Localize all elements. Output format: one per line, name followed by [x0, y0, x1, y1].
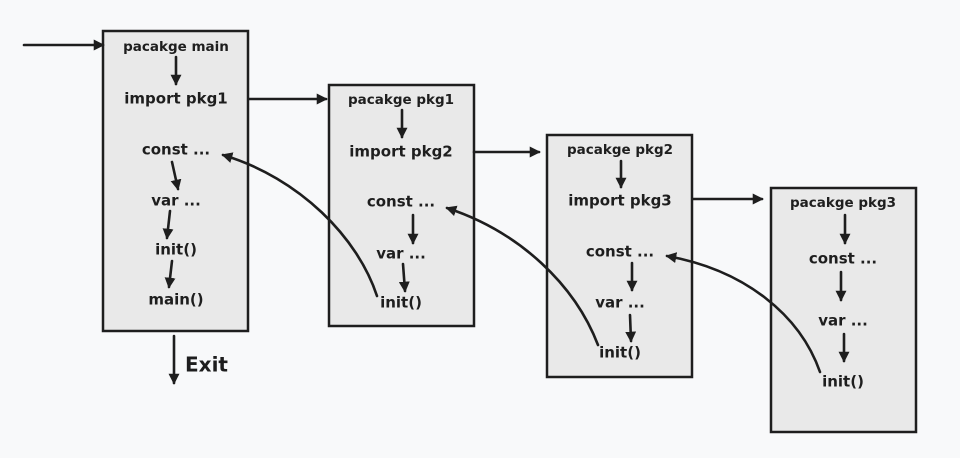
- arrow-pkg2-var-to-init: [625, 313, 637, 343]
- package-pkg3-var: var ...: [818, 312, 868, 330]
- package-pkg1-init: init(): [380, 294, 422, 312]
- arrow-main-init-to-main: [164, 259, 176, 289]
- package-pkg1-title: pacakge pkg1: [348, 92, 454, 108]
- package-pkg2-init: init(): [599, 344, 641, 362]
- package-main-main-func: main(): [148, 291, 203, 309]
- package-main-import: import pkg1: [124, 90, 228, 108]
- exit-label: Exit: [185, 353, 228, 377]
- arrow-pkg3-init-return-to-pkg2-const: [665, 252, 822, 374]
- package-pkg3-const: const ...: [809, 250, 877, 268]
- package-pkg2-var: var ...: [595, 294, 645, 312]
- package-main-const: const ...: [142, 141, 210, 159]
- package-pkg3-init: init(): [822, 373, 864, 391]
- arrow-pkg2-init-return-to-pkg1-const: [445, 205, 600, 347]
- package-main-var: var ...: [151, 192, 201, 210]
- arrow-main-var-to-init: [162, 209, 174, 240]
- arrow-main-const-to-var: [170, 160, 182, 191]
- package-pkg1-const: const ...: [367, 193, 435, 211]
- package-pkg2-const: const ...: [586, 243, 654, 261]
- package-main-init: init(): [155, 241, 197, 259]
- arrow-pkg1-init-return-to-main-const: [221, 152, 379, 298]
- package-pkg1-var: var ...: [376, 245, 426, 263]
- package-pkg1-import: import pkg2: [349, 143, 453, 161]
- package-pkg3-title: pacakge pkg3: [790, 195, 896, 211]
- arrow-pkg1-var-to-init: [398, 262, 410, 293]
- package-pkg3-box: [769, 186, 918, 434]
- package-pkg2-title: pacakge pkg2: [567, 142, 673, 158]
- package-main-title: pacakge main: [123, 39, 229, 55]
- package-pkg2-import: import pkg3: [568, 192, 672, 210]
